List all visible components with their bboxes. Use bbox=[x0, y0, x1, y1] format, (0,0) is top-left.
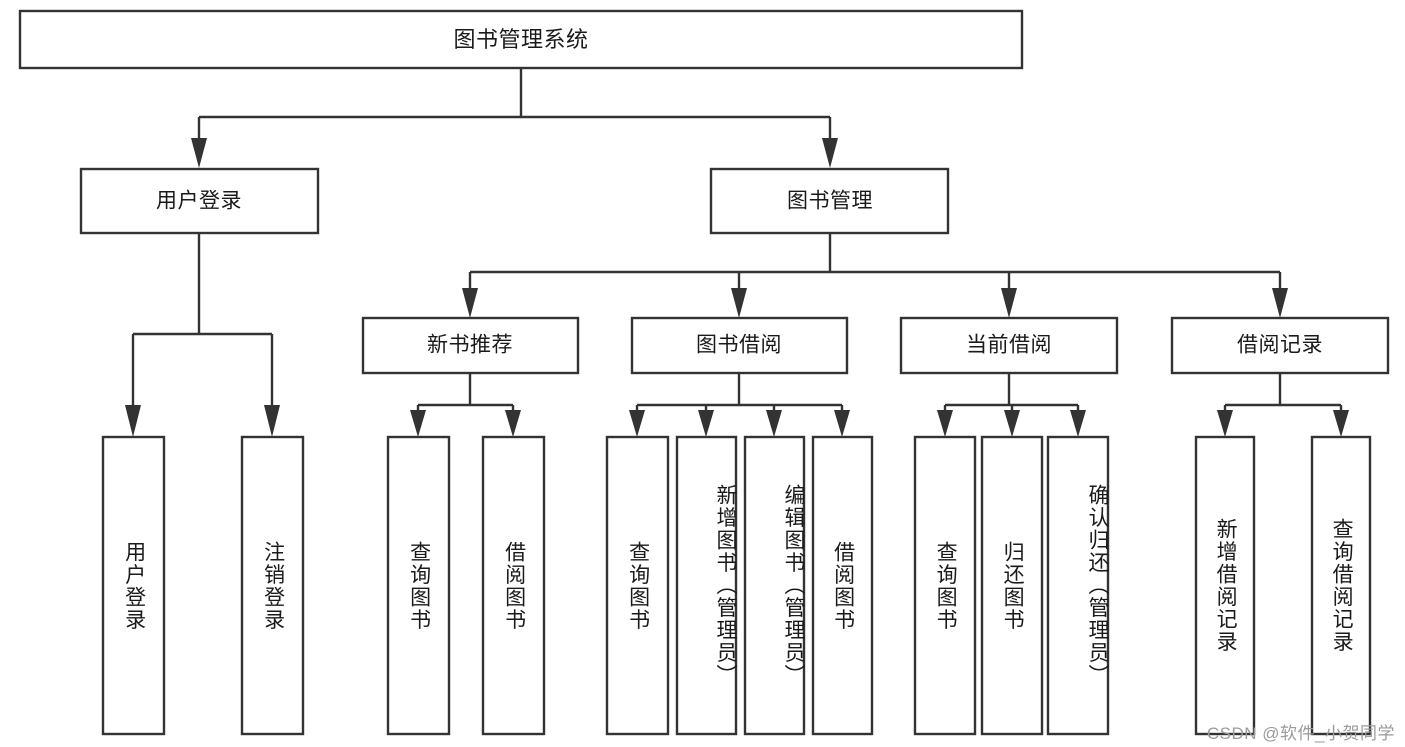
leaf-box-borrow-book-1[interactable] bbox=[481, 435, 546, 736]
node-user-login[interactable]: 用户登录 bbox=[79, 167, 320, 235]
node-borrow-record[interactable]: 借阅记录 bbox=[1170, 316, 1390, 375]
node-root-system[interactable]: 图书管理系统 bbox=[18, 9, 1024, 70]
leaf-box-query-book-2[interactable] bbox=[605, 435, 670, 736]
node-book-management-label: 图书管理 bbox=[787, 190, 873, 213]
connector-user-login-to-leaves bbox=[125, 233, 280, 437]
connector-book-management-to-level2 bbox=[462, 233, 1288, 318]
node-new-book-recommend-label: 新书推荐 bbox=[427, 334, 513, 357]
leaf-box-add-book-admin[interactable] bbox=[675, 435, 738, 736]
leaf-box-borrow-book-2[interactable] bbox=[811, 435, 874, 736]
node-book-borrow-label: 图书借阅 bbox=[696, 334, 782, 357]
node-current-borrow-label: 当前借阅 bbox=[966, 334, 1052, 357]
leaf-box-add-borrow-record[interactable] bbox=[1194, 435, 1256, 736]
connector-book-borrow-to-leaves bbox=[629, 373, 850, 437]
connector-new-book-recommend-to-leaves bbox=[410, 373, 521, 437]
csdn-watermark: CSDN @软件_小贺同学 bbox=[1206, 724, 1395, 743]
node-current-borrow[interactable]: 当前借阅 bbox=[899, 316, 1119, 375]
connector-borrow-record-to-leaves bbox=[1217, 373, 1349, 437]
connector-root-to-level1 bbox=[191, 68, 838, 168]
node-book-management[interactable]: 图书管理 bbox=[709, 167, 950, 235]
leaf-box-query-book-3[interactable] bbox=[913, 435, 977, 736]
node-borrow-record-label: 借阅记录 bbox=[1237, 334, 1323, 357]
leaf-box-query-book-1[interactable] bbox=[386, 435, 451, 736]
leaf-box-logout[interactable] bbox=[240, 435, 305, 736]
leaf-box-confirm-return[interactable] bbox=[1046, 435, 1110, 736]
leaf-box-return-book[interactable] bbox=[980, 435, 1044, 736]
connector-current-borrow-to-leaves bbox=[937, 373, 1086, 437]
leaf-box-edit-book-admin[interactable] bbox=[743, 435, 806, 736]
leaf-box-query-borrow-record[interactable] bbox=[1310, 435, 1372, 736]
leaf-box-user-login[interactable] bbox=[101, 435, 166, 736]
node-user-login-label: 用户登录 bbox=[156, 190, 242, 213]
node-new-book-recommend[interactable]: 新书推荐 bbox=[361, 316, 580, 375]
node-book-borrow[interactable]: 图书借阅 bbox=[630, 316, 849, 375]
node-root-system-label: 图书管理系统 bbox=[453, 27, 588, 52]
